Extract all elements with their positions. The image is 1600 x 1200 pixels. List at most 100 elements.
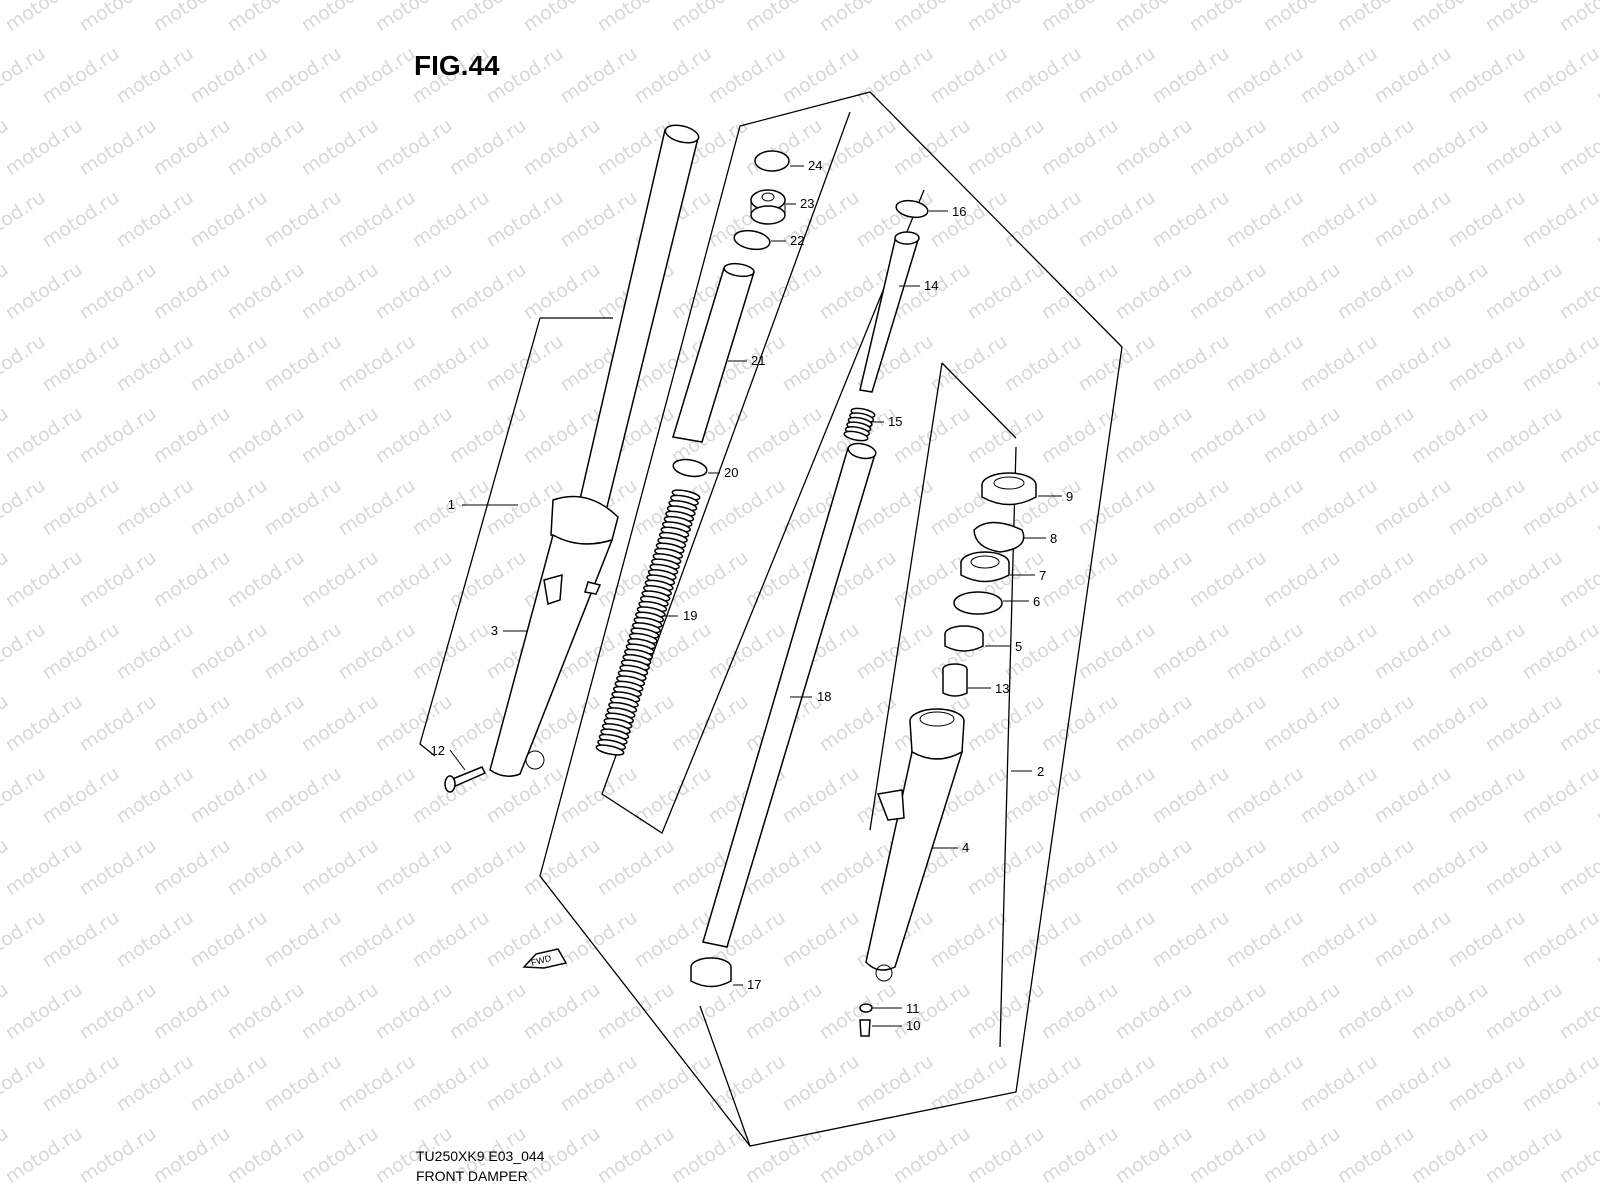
watermark-text: motod.ru: [149, 690, 234, 756]
watermark-text: motod.ru: [75, 978, 160, 1044]
watermark-text: motod.ru: [556, 906, 641, 972]
part-number-label: 5: [1015, 639, 1022, 654]
watermark-text: motod.ru: [1296, 1050, 1381, 1116]
watermark-text: motod.ru: [1444, 42, 1529, 108]
watermark-text: motod.ru: [1518, 474, 1600, 540]
watermark-text: motod.ru: [223, 690, 308, 756]
watermark-text: motod.ru: [1222, 186, 1307, 252]
watermark-text: motod.ru: [482, 1050, 567, 1116]
watermark-text: motod.ru: [1148, 618, 1233, 684]
watermark-text: motod.ru: [1444, 1194, 1529, 1200]
figure-caption: FRONT DAMPER: [416, 1168, 528, 1184]
watermark-text: motod.ru: [1037, 0, 1122, 36]
watermark-text: motod.ru: [1222, 42, 1307, 108]
watermark-text: motod.ru: [75, 1122, 160, 1188]
washer-6: [953, 591, 1003, 615]
watermark-text: motod.ru: [1370, 906, 1455, 972]
part-number-label: 12: [431, 743, 445, 758]
watermark-text: motod.ru: [1, 978, 86, 1044]
watermark-text: motod.ru: [223, 258, 308, 324]
watermark-text: motod.ru: [112, 330, 197, 396]
watermark-text: motod.ru: [334, 1194, 419, 1200]
watermark-text: motod.ru: [297, 402, 382, 468]
watermark-text: motod.ru: [260, 1194, 345, 1200]
watermark-text: motod.ru: [112, 186, 197, 252]
watermark-text: motod.ru: [1, 834, 86, 900]
watermark-text: motod.ru: [1148, 330, 1233, 396]
watermark-text: motod.ru: [1296, 906, 1381, 972]
watermark-text: motod.ru: [371, 834, 456, 900]
watermark-text: motod.ru: [1074, 906, 1159, 972]
watermark-text: motod.ru: [1074, 618, 1159, 684]
watermark-text: motod.ru: [667, 0, 752, 36]
part-number-label: 19: [683, 608, 697, 623]
watermark-text: motod.ru: [1555, 258, 1600, 324]
watermark-text: motod.ru: [1333, 1122, 1418, 1188]
watermark-text: motod.ru: [1037, 978, 1122, 1044]
watermark-text: motod.ru: [963, 1122, 1048, 1188]
watermark-text: motod.ru: [815, 0, 900, 36]
watermark-text: motod.ru: [186, 1194, 271, 1200]
watermark-text: motod.ru: [1074, 1050, 1159, 1116]
watermark-text: motod.ru: [1518, 42, 1600, 108]
watermark-text: motod.ru: [149, 402, 234, 468]
washer-20: [672, 458, 708, 478]
watermark-text: motod.ru: [0, 330, 49, 396]
watermark-text: motod.ru: [926, 42, 1011, 108]
watermark-text: motod.ru: [1, 1122, 86, 1188]
part-number-label: 8: [1050, 531, 1057, 546]
watermark-text: motod.ru: [1222, 330, 1307, 396]
watermark-text: motod.ru: [1111, 0, 1196, 36]
watermark-text: motod.ru: [1333, 402, 1418, 468]
watermark-text: motod.ru: [1407, 546, 1492, 612]
watermark-text: motod.ru: [815, 1122, 900, 1188]
watermark-text: motod.ru: [1407, 1122, 1492, 1188]
watermark-text: motod.ru: [371, 978, 456, 1044]
watermark-text: motod.ru: [186, 186, 271, 252]
watermark-text: motod.ru: [297, 546, 382, 612]
dust-seal-9: [981, 472, 1037, 506]
watermark-text: motod.ru: [186, 762, 271, 828]
watermark-text: motod.ru: [1518, 330, 1600, 396]
spacer-21: [672, 262, 755, 443]
part-number-label: 21: [751, 353, 765, 368]
watermark-text: motod.ru: [1407, 834, 1492, 900]
watermark-text: motod.ru: [149, 834, 234, 900]
watermark-text: motod.ru: [1333, 978, 1418, 1044]
watermark-text: motod.ru: [371, 0, 456, 36]
watermark-text: motod.ru: [334, 474, 419, 540]
oil-lock-13: [942, 663, 968, 697]
watermark-text: motod.ru: [556, 42, 641, 108]
watermark-text: motod.ru: [963, 978, 1048, 1044]
watermark-text: motod.ru: [408, 1050, 493, 1116]
watermark-text: motod.ru: [1148, 1050, 1233, 1116]
watermark-text: motod.ru: [1555, 114, 1600, 180]
watermark-text: motod.ru: [334, 186, 419, 252]
watermark-text: motod.ru: [1148, 1194, 1233, 1200]
ring-16: [895, 199, 929, 219]
watermark-text: motod.ru: [297, 258, 382, 324]
watermark-text: motod.ru: [75, 402, 160, 468]
watermark-text: motod.ru: [630, 1194, 715, 1200]
watermark-text: motod.ru: [1444, 474, 1529, 540]
watermark-text: motod.ru: [38, 474, 123, 540]
watermark-text: motod.ru: [1185, 834, 1270, 900]
watermark-text: motod.ru: [334, 906, 419, 972]
watermark-text: motod.ru: [408, 330, 493, 396]
watermark-text: motod.ru: [593, 1122, 678, 1188]
watermark-text: motod.ru: [38, 330, 123, 396]
watermark-text: motod.ru: [593, 0, 678, 36]
watermark-text: motod.ru: [1074, 762, 1159, 828]
watermark-text: motod.ru: [408, 186, 493, 252]
bushing-5: [944, 625, 984, 652]
watermark-text: motod.ru: [482, 1194, 567, 1200]
watermark-text: motod.ru: [1074, 1194, 1159, 1200]
watermark-text: motod.ru: [1555, 402, 1600, 468]
watermark-text: motod.ru: [260, 42, 345, 108]
watermark-text: motod.ru: [1444, 906, 1529, 972]
watermark-text: motod.ru: [1296, 762, 1381, 828]
part-number-label: 24: [808, 158, 822, 173]
watermark-text: motod.ru: [556, 186, 641, 252]
part-number-label: 3: [491, 623, 498, 638]
watermark-text: motod.ru: [815, 114, 900, 180]
